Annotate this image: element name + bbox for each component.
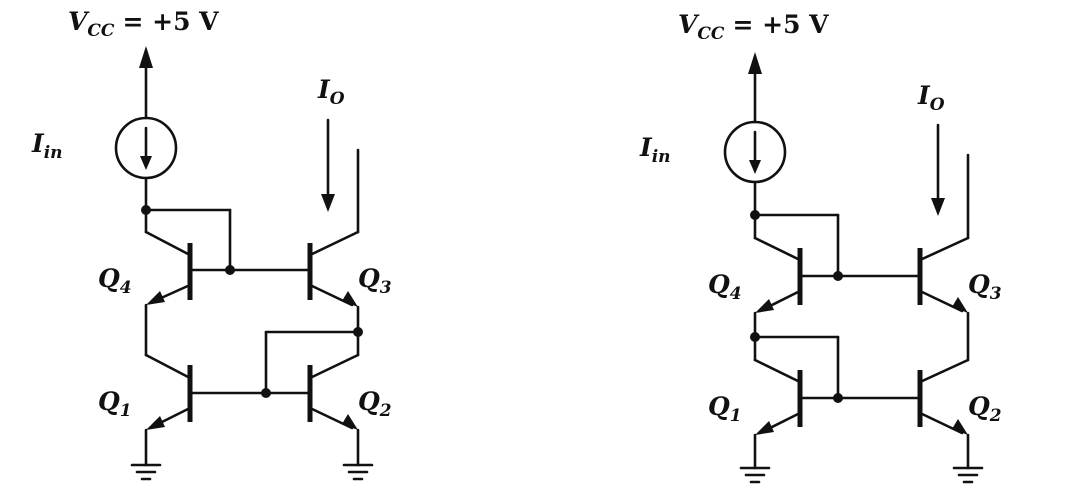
transistor-q2-left <box>307 353 360 430</box>
circuit-right: VCC= +5 V Iin <box>639 10 1002 484</box>
supply-arrow-right <box>748 52 762 74</box>
q4-label-right: Q4 <box>708 270 742 304</box>
supply-label-right: VCC= +5 V <box>678 10 829 44</box>
transistor-q3-right <box>917 153 970 313</box>
q1-label-left: Q1 <box>98 387 132 421</box>
current-source-left <box>114 116 178 180</box>
output-arrow-left <box>321 194 335 212</box>
current-source-right <box>723 120 787 184</box>
q2-label-left: Q2 <box>358 387 392 421</box>
ground-symbol-left-2 <box>342 428 374 481</box>
output-arrow-right <box>931 198 945 216</box>
q2-label-right: Q2 <box>968 392 1002 426</box>
output-current-label-left: IO <box>317 75 345 109</box>
supply-arrow-left <box>139 46 153 68</box>
ground-symbol-right-2 <box>952 433 984 484</box>
input-current-label-right: Iin <box>639 133 671 167</box>
transistor-q3-left <box>307 148 360 307</box>
ground-symbol-right-1 <box>739 433 771 484</box>
transistor-q4-right <box>753 213 803 313</box>
q1-label-right: Q1 <box>708 392 742 426</box>
circuit-left: VCC= +5 V Iin <box>31 7 392 481</box>
q3-label-right: Q3 <box>968 270 1002 304</box>
q4-label-left: Q4 <box>98 264 132 298</box>
supply-label-left: VCC= +5 V <box>68 7 219 41</box>
output-current-label-right: IO <box>917 81 945 115</box>
input-current-label-left: Iin <box>31 129 63 163</box>
q3-label-left: Q3 <box>358 264 392 298</box>
transistor-q2-right <box>917 358 970 435</box>
ground-symbol-left-1 <box>130 428 162 481</box>
transistor-q4-left <box>144 208 193 305</box>
